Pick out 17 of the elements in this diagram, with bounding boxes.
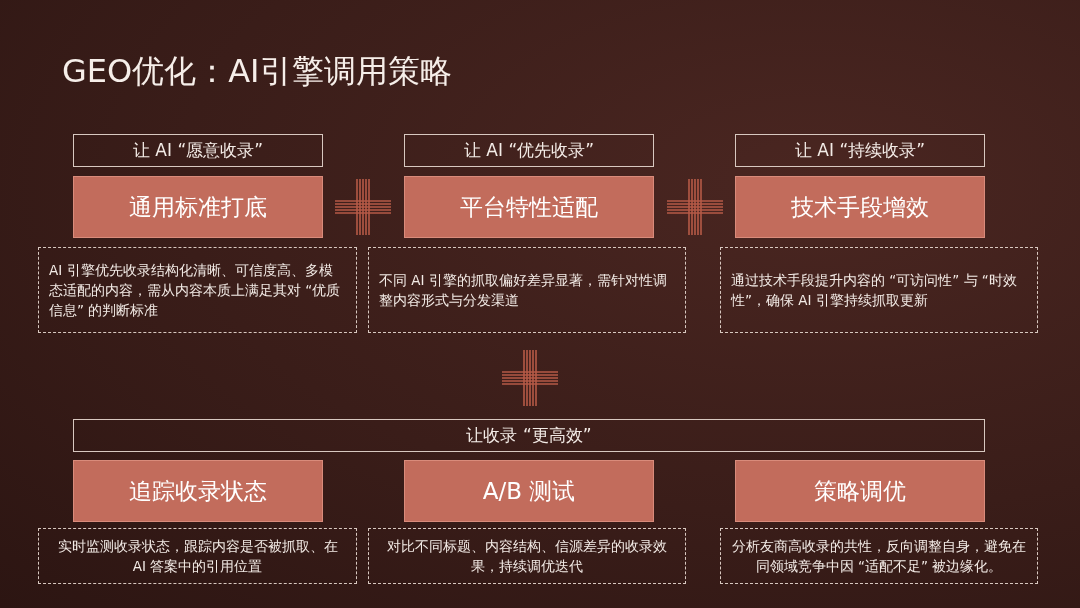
description-box: 分析友商高收录的共性，反向调整自身，避免在同领域竞争中因 “适配不足” 被边缘化。: [720, 528, 1038, 584]
strategy-box: A/B 测试: [404, 460, 654, 522]
strategy-box: 策略调优: [735, 460, 985, 522]
section-heading-box: 让 AI “优先收录”: [404, 134, 654, 167]
strategy-box: 平台特性适配: [404, 176, 654, 238]
description-box: AI 引擎优先收录结构化清晰、可信度高、多模态适配的内容，需从内容本质上满足其对 “优质信息” 的判断标准: [38, 247, 357, 333]
description-box: 通过技术手段提升内容的 “可访问性” 与 “时效性”，确保 AI 引擎持续抓取更新: [720, 247, 1038, 333]
strategy-box: 技术手段增效: [735, 176, 985, 238]
description-box: 实时监测收录状态，跟踪内容是否被抓取、在 AI 答案中的引用位置: [38, 528, 357, 584]
description-box: 不同 AI 引擎的抓取偏好差异显著，需针对性调整内容形式与分发渠道: [368, 247, 686, 333]
slide-title: GEO优化：AI引擎调用策略: [62, 51, 452, 92]
section-heading-box: 让收录 “更高效”: [73, 419, 985, 452]
description-box: 对比不同标题、内容结构、信源差异的收录效果，持续调优迭代: [368, 528, 686, 584]
section-heading-box: 让 AI “愿意收录”: [73, 134, 323, 167]
strategy-box: 通用标准打底: [73, 176, 323, 238]
section-heading-box: 让 AI “持续收录”: [735, 134, 985, 167]
strategy-box: 追踪收录状态: [73, 460, 323, 522]
